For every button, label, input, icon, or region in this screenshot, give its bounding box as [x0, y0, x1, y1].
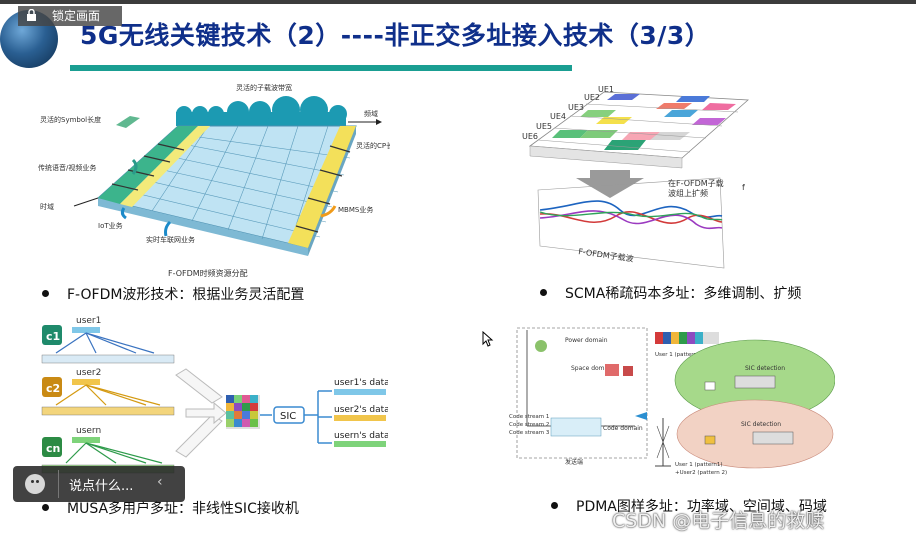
code-stream-1: Code stream 1: [509, 414, 549, 420]
usern-data-label: usern's data: [334, 431, 388, 441]
title-underline: [70, 65, 572, 71]
musa-figure: c1 c2 cn user1 user2 usern SIC user1's d…: [41, 316, 388, 474]
bullet-musa: MUSA多用户多址：非线性SIC接收机: [42, 498, 299, 518]
comment-placeholder[interactable]: 说点什么...: [69, 479, 134, 494]
bullet-fofdm: F-OFDM波形技术：根据业务灵活配置: [42, 284, 304, 304]
v2x-label: 实时车联网业务: [146, 235, 195, 244]
ue2-label: UE2: [584, 93, 600, 102]
user1-label: user1: [76, 316, 101, 326]
sic-detection-top: SIC detection: [745, 365, 785, 372]
sic-detection-bottom: SIC detection: [741, 421, 781, 428]
power-domain-label: Power domain: [565, 337, 608, 344]
slide-title: 5G无线关键技术（2）----非正交多址接入技术（3/3）: [80, 21, 711, 50]
scma-figure: UE1 UE2 UE3 UE4 UE5 UE6 在F-OFDM子载 波组上扩频 …: [522, 85, 749, 269]
ue3-label: UE3: [568, 103, 584, 112]
lock-icon: [27, 9, 36, 21]
code-domain-label: Code domain: [603, 425, 643, 432]
bullet-dot: [42, 290, 49, 297]
tx-label: 发送端: [565, 458, 583, 466]
code-stream-3: Code stream 3: [509, 430, 550, 436]
bullet-dot: [551, 502, 558, 509]
subcarrier-label: 灵活的子载波带宽: [236, 83, 292, 92]
bullet-dot: [540, 289, 547, 296]
pattern-label-a: User 1 (pattern1): [655, 352, 703, 358]
mouse-cursor-icon: [482, 331, 494, 347]
voice-label: 传统语音/视频业务: [38, 163, 96, 172]
sic-box-label: SIC: [280, 411, 296, 422]
user2-label: user2: [76, 368, 101, 378]
user2-data-label: user2's data: [334, 405, 388, 415]
ue4-label: UE4: [550, 112, 566, 121]
ue6-label: UE6: [522, 132, 538, 141]
cp-label: 灵活的CP长度: [356, 141, 390, 150]
fofdm-resource-figure: 灵活的子载波带宽 频域 时域 灵活的Symbol长度 传统语音/视频业务 灵活的…: [38, 83, 390, 278]
f-axis-label: f: [742, 183, 745, 192]
space-domain-label: Space domain: [571, 365, 614, 372]
comment-input-bar[interactable]: 说点什么... ‹: [13, 466, 185, 502]
user1-data-label: user1's data: [334, 378, 388, 388]
chevron-left-icon[interactable]: ‹: [157, 474, 163, 490]
c2-badge: c2: [46, 382, 60, 395]
mbms-label: MBMS业务: [338, 205, 373, 214]
top-bar: [0, 0, 916, 4]
lock-screen-button[interactable]: 锁定画面: [18, 6, 122, 26]
bullet-pdma: PDMA图样多址：功率域、空间域、码域: [551, 496, 827, 516]
csdn-watermark: CSDN @电子信息的救赎: [612, 510, 825, 532]
spread-label-2: 波组上扩频: [668, 188, 708, 198]
code-stream-2: Code stream 2: [509, 422, 549, 428]
ue1-label: UE1: [598, 85, 614, 94]
bullet-scma: SCMA稀疏码本多址：多维调制、扩频: [540, 283, 801, 303]
usern-label: usern: [76, 426, 101, 436]
symbol-label: 灵活的Symbol长度: [40, 115, 101, 124]
pdma-figure: Power domain Space domain Code domain Co…: [509, 327, 835, 476]
ue5-label: UE5: [536, 122, 552, 131]
bullet-dot: [42, 504, 49, 511]
spread-label-1: 在F-OFDM子载: [668, 178, 724, 188]
emoji-icon[interactable]: [25, 474, 45, 494]
iot-label: IoT业务: [98, 221, 123, 230]
fofdm-caption: F-OFDM时频资源分配: [168, 268, 248, 278]
cn-badge: cn: [46, 442, 60, 455]
c1-badge: c1: [46, 330, 60, 343]
divider: [58, 470, 59, 498]
lock-screen-label: 锁定画面: [52, 9, 101, 23]
freq-axis-label: 频域: [364, 109, 378, 118]
pattern-label-c: +User2 (pattern 2): [675, 470, 727, 476]
wave-label: F-OFDM子载波: [578, 246, 635, 264]
pattern-label-b: User 1 (pattern1): [675, 462, 723, 468]
time-axis-label: 时域: [40, 202, 54, 211]
